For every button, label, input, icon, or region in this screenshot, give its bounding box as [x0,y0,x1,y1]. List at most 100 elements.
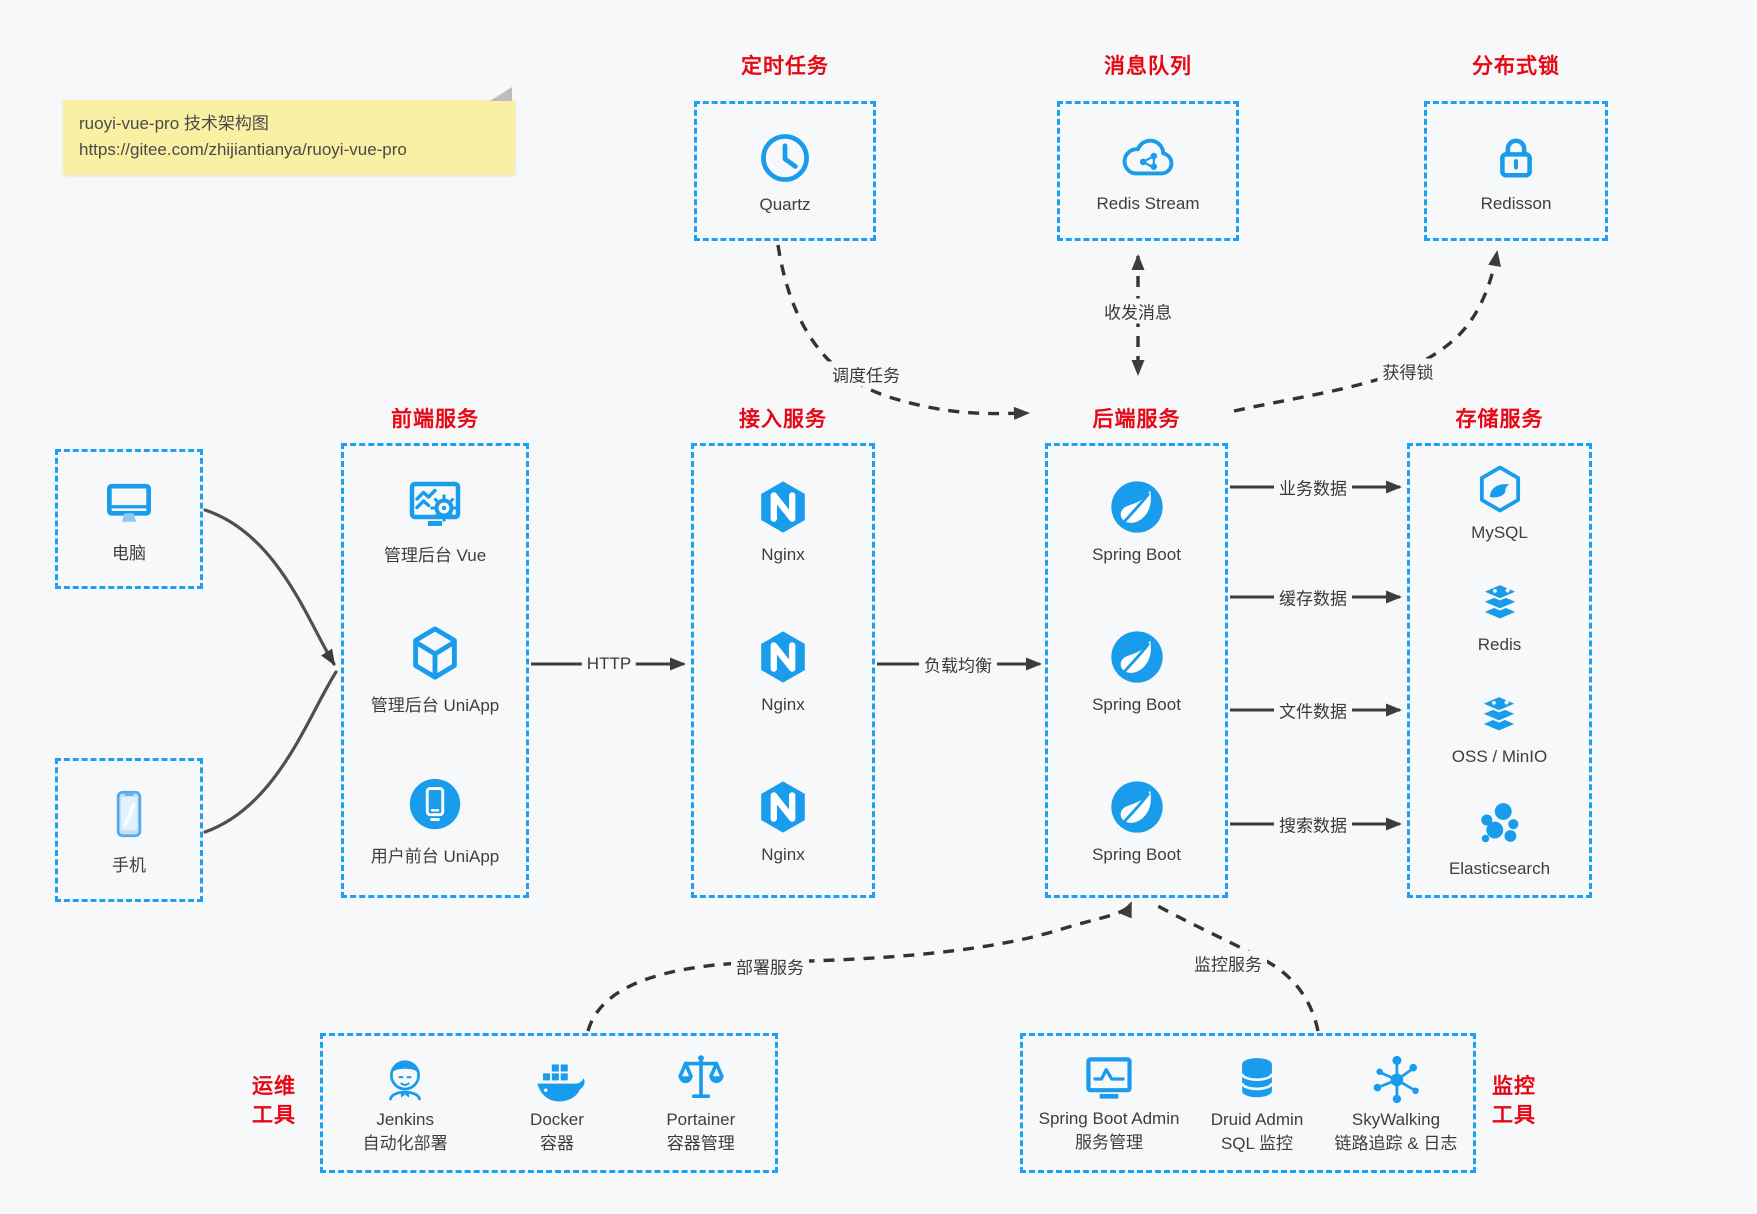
edge-label-deploy: 部署服务 [731,953,809,979]
edge-label-biz-data: 业务数据 [1274,474,1352,500]
title-ops-tools: 运维 工具 [252,1072,310,1131]
mobile-app-circle-icon [409,778,461,829]
cloud-network-icon [1122,138,1174,175]
node-redis: Redis [1473,574,1527,655]
edge-label-acquire-lock: 获得锁 [1377,358,1439,384]
title-monitoring-line1: 监控 [1492,1075,1536,1098]
node-label: Spring Boot [1092,844,1181,864]
desktop-icon [107,483,151,522]
title-message-queue: 消息队列 [1104,55,1192,78]
node-label: Nginx [761,694,805,714]
tool-desc: 链路追踪 & 日志 [1334,1134,1458,1153]
title-monitoring-tools: 监控 工具 [1492,1072,1552,1131]
edge-label-messages: 收发消息 [1099,298,1177,324]
spring-boot-icon [1110,481,1163,533]
title-gateway-services: 接入服务 [739,408,827,431]
node-label: 用户前台 UniApp [370,846,500,866]
box-phone-client: 手机 [55,758,203,902]
node-nginx-2: Nginx [752,626,814,715]
tool-desc: 自动化部署 [362,1134,448,1153]
node-label: Quartz [759,194,811,214]
node-phone: 手机 [100,784,158,876]
box-monitoring-tools: Spring Boot Admin 服务管理 Druid Admin SQL 监… [1020,1033,1476,1173]
jenkins-icon [389,1060,422,1101]
node-springboot-1: Spring Boot [1092,476,1181,565]
admin-monitor-pulse-icon [1086,1057,1132,1099]
node-spring-boot-admin: Spring Boot Admin 服务管理 [1038,1051,1180,1155]
node-nginx-1: Nginx [752,476,814,565]
edge-label-load-balance: 负载均衡 [919,651,997,677]
edge-schedule-task [776,244,1030,420]
edge-acquire-lock [1233,250,1502,413]
tool-name: Spring Boot Admin [1038,1109,1180,1129]
tool-desc: SQL 监控 [1220,1134,1294,1153]
admin-monitor-gear-icon [409,481,461,527]
note-url: https://gitee.com/zhijiantianya/ruoyi-vu… [79,140,407,160]
node-label: 手机 [112,856,146,875]
edge-label-file-data: 文件数据 [1274,697,1352,723]
node-label: 管理后台 UniApp [370,696,500,716]
title-ops-line1: 运维 [252,1075,296,1098]
cube-icon [413,626,457,681]
docker-icon [537,1064,585,1102]
node-pc: 电脑 [99,474,159,564]
node-nginx-3: Nginx [752,776,814,865]
node-label: 电脑 [112,544,146,563]
node-label: 管理后台 Vue [383,546,487,566]
edge-label-http: HTTP [581,654,637,674]
node-redis-stream: Redis Stream [1096,129,1200,214]
title-monitoring-line2: 工具 [1492,1104,1536,1128]
spring-boot-icon [1110,780,1163,833]
node-redisson: Redisson [1480,129,1552,214]
edge-phone-to-frontend [203,670,338,834]
node-label: Elasticsearch [1448,859,1551,879]
node-portainer: Portainer 容器管理 [666,1050,735,1156]
elasticsearch-icon [1481,803,1519,843]
node-label: Redis [1477,634,1522,654]
lock-icon [1500,138,1532,177]
node-quartz: Quartz [755,128,815,215]
node-admin-vue: 管理后台 Vue [384,474,486,566]
edge-label-monitor: 监控服务 [1189,950,1267,976]
box-redisson: Redisson [1424,101,1608,241]
node-oss-minio: OSS / MinIO [1452,686,1547,767]
title-distributed-lock: 分布式锁 [1472,55,1560,78]
box-storage-services: MySQL Redis [1407,443,1592,898]
node-springboot-2: Spring Boot [1092,626,1181,715]
sticky-note: ruoyi-vue-pro 技术架构图 https://gitee.com/zh… [63,87,515,175]
node-label: Redis Stream [1096,193,1200,213]
node-admin-uniapp: 管理后台 UniApp [371,622,499,716]
database-icon [1240,1058,1274,1098]
edge-label-cache-data: 缓存数据 [1274,584,1352,610]
box-pc-client: 电脑 [55,449,203,589]
scales-icon [678,1055,724,1099]
object-storage-stack-icon [1480,695,1519,733]
note-title: ruoyi-vue-pro 技术架构图 [79,114,269,133]
nginx-icon [761,780,805,833]
node-skywalking: SkyWalking 链路追踪 & 日志 [1334,1050,1458,1156]
node-docker: Docker 容器 [527,1050,587,1156]
title-scheduled-tasks: 定时任务 [741,55,829,78]
title-ops-line2: 工具 [252,1104,296,1128]
node-mysql: MySQL [1471,462,1528,543]
node-elasticsearch: Elasticsearch [1449,798,1550,879]
box-quartz: Quartz [694,101,876,241]
box-redis-stream: Redis Stream [1057,101,1239,241]
spring-boot-icon [1110,631,1163,683]
box-backend-services: Spring Boot Spring Boot Spring Boot [1045,443,1228,898]
tool-desc: 容器 [539,1134,574,1153]
tool-desc: 容器管理 [666,1134,735,1153]
tool-name: Jenkins [376,1110,434,1130]
node-label: OSS / MinIO [1451,747,1548,767]
mysql-icon [1479,465,1520,513]
box-ops-tools: Jenkins 自动化部署 Docker 容器 [320,1033,778,1173]
tool-name: Docker [530,1110,584,1130]
node-label: Nginx [761,844,805,864]
title-backend-services: 后端服务 [1092,408,1181,431]
edge-label-schedule: 调度任务 [827,361,905,387]
nginx-icon [761,631,805,683]
tool-name: Druid Admin [1210,1110,1304,1130]
redis-stack-icon [1480,582,1519,621]
node-label: Redisson [1480,193,1552,213]
